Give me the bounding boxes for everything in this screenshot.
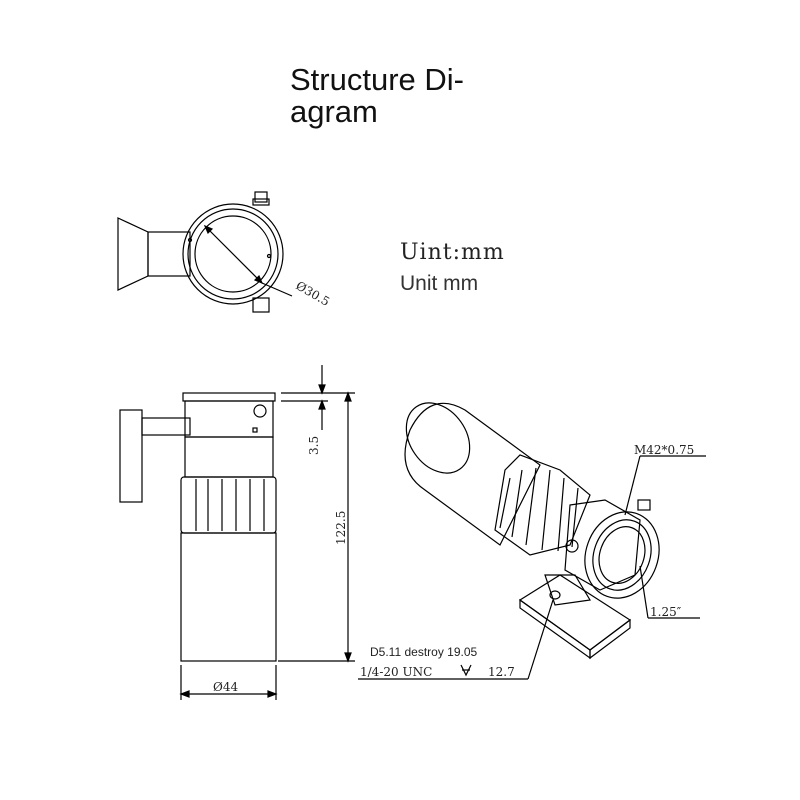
screw-note-label: 1/4-20 UNC <box>360 665 432 679</box>
iso-mount-hole <box>549 590 561 600</box>
top-view-mid-ring <box>187 208 279 300</box>
side-neck <box>184 436 274 478</box>
title-line-2: agram <box>290 94 378 129</box>
height-small-label: 3.5 <box>307 436 321 455</box>
arrowhead <box>344 652 352 663</box>
top-thumbscrew-upper-base <box>252 198 270 206</box>
unit-label: Unit mm <box>400 272 479 295</box>
top-view <box>117 191 293 313</box>
side-pin <box>252 427 258 433</box>
side-bracket-plate <box>119 409 143 503</box>
arrowhead <box>179 690 190 698</box>
side-head <box>184 400 274 438</box>
thread-label: M42*0.75 <box>634 443 694 457</box>
iso-focus-ring <box>494 454 591 556</box>
arrowhead <box>318 399 326 410</box>
height-total-label: 122.5 <box>334 511 348 545</box>
side-thumbscrew <box>253 404 267 418</box>
depth-symbol <box>460 664 472 677</box>
unit-label-mono: Uint:mm <box>400 240 505 265</box>
title-line-1: Structure Di- <box>290 62 464 97</box>
diameter-line <box>204 225 263 284</box>
side-body <box>180 532 277 662</box>
iso-front-ring-inner <box>598 526 646 584</box>
top-view-inner-ring <box>194 215 272 293</box>
barrel-label: 1.25″ <box>650 605 682 619</box>
top-view-pin <box>187 237 193 243</box>
knurl-line <box>511 469 523 538</box>
top-view-outer-ring <box>182 203 284 305</box>
arrowhead <box>253 274 264 285</box>
iso-front-ring-mid <box>592 519 652 591</box>
iso-side-screw <box>565 539 579 553</box>
iso-body-end <box>405 402 471 474</box>
side-view <box>119 365 355 700</box>
iso-foot-front <box>589 618 631 660</box>
knurl-line <box>541 469 551 551</box>
iso-body <box>404 402 541 546</box>
iso-front-ring-outer <box>584 511 660 599</box>
iso-foot-stem <box>544 574 591 606</box>
top-view-pin-2 <box>266 253 272 259</box>
arrowhead <box>267 690 278 698</box>
top-view-bracket <box>117 217 149 291</box>
top-view-arm <box>147 231 191 277</box>
hole-note-label: D5.11 destroy 19.05 <box>370 645 478 659</box>
top-thumbscrew-lower <box>252 297 270 313</box>
side-focus-ring <box>180 476 277 534</box>
knurl-line <box>499 477 511 529</box>
arrowhead <box>318 384 326 395</box>
top-thumbscrew-upper <box>254 191 268 203</box>
arrowhead <box>344 391 352 402</box>
knurl-line <box>571 487 579 548</box>
iso-foot-side <box>519 598 591 660</box>
diagram-title: Structure Di- agram <box>290 64 520 128</box>
ring-diameter-label: Ø30.5 <box>294 278 333 308</box>
side-top-lip <box>182 392 276 402</box>
body-diameter-label: Ø44 <box>213 680 238 694</box>
leader-thread <box>624 455 641 516</box>
knurl-line <box>557 477 565 552</box>
iso-view <box>358 402 706 680</box>
leader-line <box>261 282 293 297</box>
knurl-line <box>525 467 537 546</box>
depth-value-label: 12.7 <box>488 665 515 679</box>
leader-hole <box>527 599 554 680</box>
arrowhead <box>203 224 214 235</box>
iso-thumbscrew <box>637 499 651 511</box>
leader-barrel <box>639 565 649 619</box>
side-bracket-arm <box>141 417 191 436</box>
